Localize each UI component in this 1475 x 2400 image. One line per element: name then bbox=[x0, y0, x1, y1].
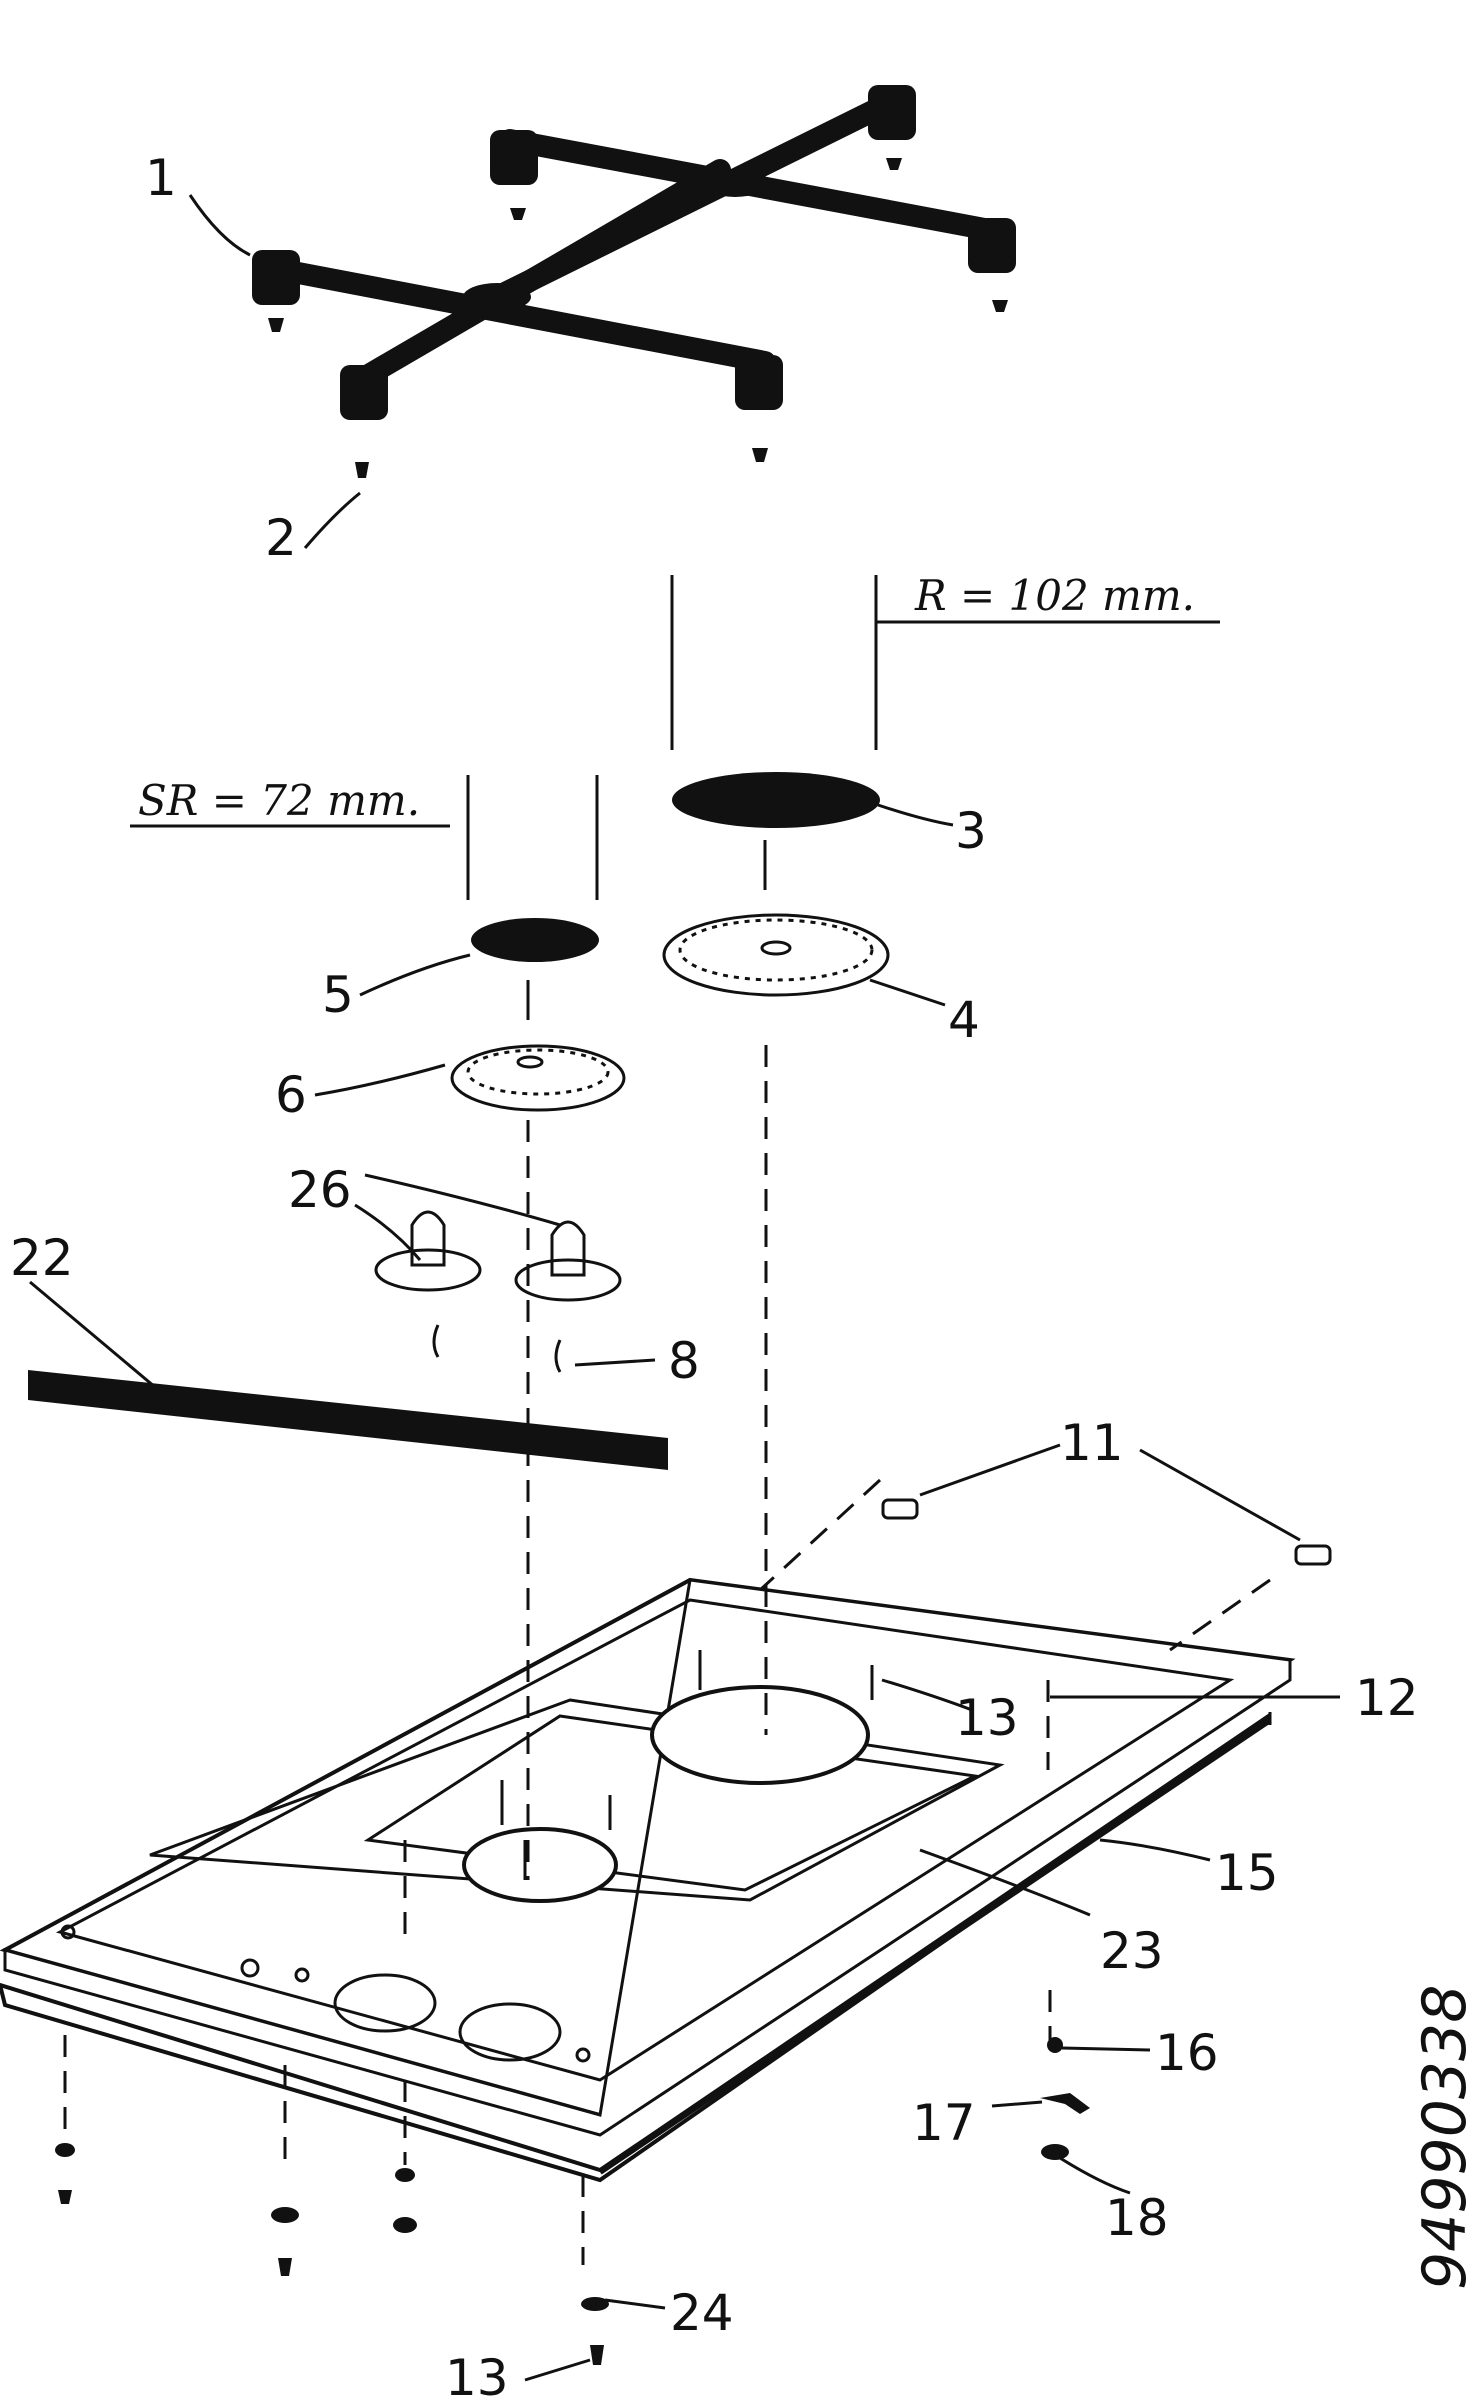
label-23: 23 bbox=[1100, 1922, 1164, 1980]
label-8: 8 bbox=[668, 1332, 700, 1390]
label-3: 3 bbox=[955, 802, 987, 860]
label-1: 1 bbox=[145, 149, 177, 207]
hob-top-plate bbox=[0, 1577, 1296, 2183]
large-burner-cap bbox=[672, 772, 880, 828]
label-13-upper: 13 bbox=[955, 1689, 1019, 1747]
trim-bar bbox=[28, 1370, 668, 1470]
thermocouple-units bbox=[374, 1210, 622, 1373]
hardware bbox=[55, 1498, 1332, 2365]
large-burner-assembly bbox=[662, 575, 1220, 997]
small-burner-crown bbox=[450, 1044, 626, 1112]
label-4: 4 bbox=[948, 991, 980, 1049]
label-22: 22 bbox=[10, 1229, 74, 1287]
label-12: 12 bbox=[1355, 1669, 1419, 1727]
label-18: 18 bbox=[1105, 2189, 1169, 2247]
small-burner-assembly bbox=[130, 775, 626, 1112]
drawing-code: 94990338 bbox=[1410, 1985, 1475, 2290]
dimension-large-radius: R = 102 mm. bbox=[914, 571, 1195, 620]
label-13-lower: 13 bbox=[445, 2349, 509, 2400]
label-5: 5 bbox=[322, 966, 354, 1024]
small-burner-cap bbox=[471, 918, 599, 962]
label-2: 2 bbox=[265, 509, 297, 567]
pan-support bbox=[252, 85, 1016, 478]
part-labels: 1 2 3 4 5 6 26 22 8 11 12 13 15 23 16 17… bbox=[10, 149, 1419, 2400]
label-26: 26 bbox=[288, 1161, 352, 1219]
label-16: 16 bbox=[1155, 2024, 1219, 2082]
label-17: 17 bbox=[912, 2094, 976, 2152]
label-15: 15 bbox=[1215, 1844, 1279, 1902]
label-24: 24 bbox=[670, 2284, 734, 2342]
label-11: 11 bbox=[1060, 1414, 1124, 1472]
assembly-lines bbox=[63, 1045, 1271, 2265]
dimension-small-radius: SR = 72 mm. bbox=[138, 776, 420, 825]
large-burner-crown bbox=[662, 913, 890, 997]
label-6: 6 bbox=[275, 1066, 307, 1124]
leader-lines bbox=[29, 194, 1340, 2382]
